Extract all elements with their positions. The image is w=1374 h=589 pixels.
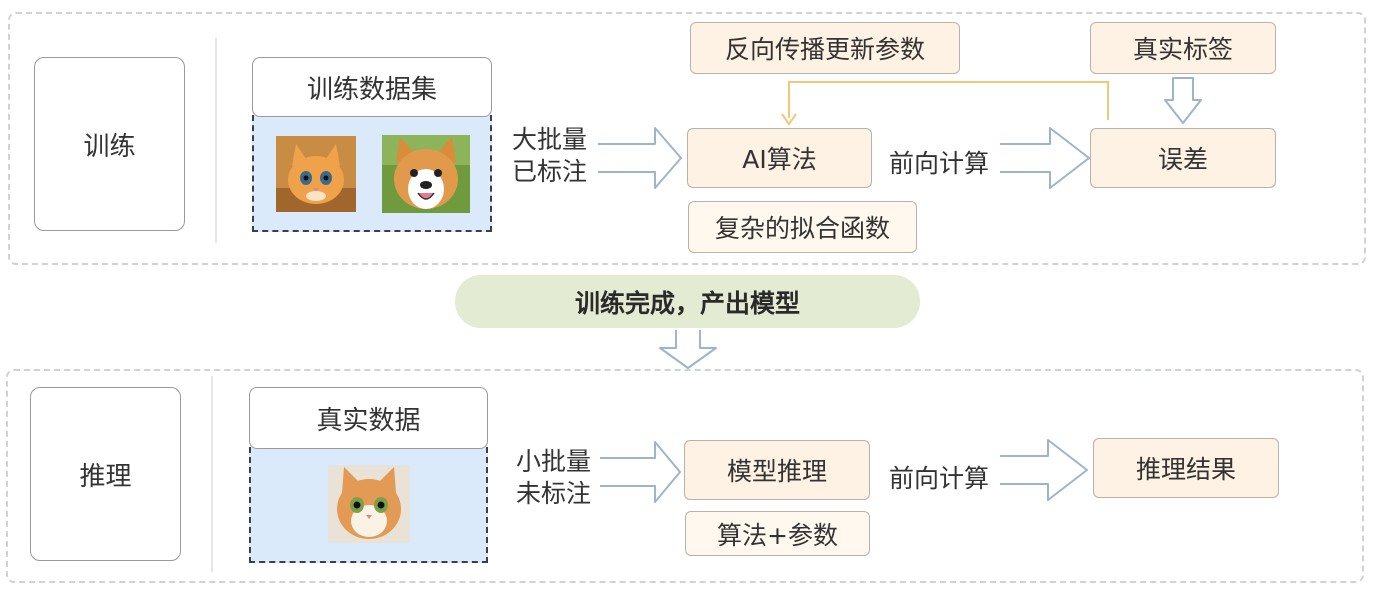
kitten-photo xyxy=(276,136,356,212)
training-stage-box: 训练 xyxy=(34,57,185,231)
ai-algorithm-box: AI算法 xyxy=(687,128,872,188)
training-input-label: 大批量 已标注 xyxy=(512,125,588,186)
inference-separator xyxy=(211,376,213,572)
inference-stage-label: 推理 xyxy=(79,461,132,492)
inference-input-label: 小批量 未标注 xyxy=(516,447,592,508)
training-forward-label: 前向计算 xyxy=(889,149,990,178)
fit-function-box: 复杂的拟合函数 xyxy=(688,201,917,253)
inference-input-arrow xyxy=(600,441,681,503)
dog-photo xyxy=(382,135,470,213)
true-label-box: 真实标签 xyxy=(1090,22,1276,74)
training-section xyxy=(8,12,1366,265)
cat-photo xyxy=(328,465,410,543)
inference-image-area xyxy=(249,447,488,563)
training-dataset-title: 训练数据集 xyxy=(252,57,492,117)
inference-stage-box: 推理 xyxy=(30,387,181,561)
model-produced-banner: 训练完成，产出模型 xyxy=(455,275,920,328)
training-separator xyxy=(215,38,217,243)
inference-section xyxy=(6,369,1364,583)
input-to-algorithm-arrow xyxy=(598,127,682,189)
training-forward-arrow xyxy=(1000,127,1090,189)
error-box: 误差 xyxy=(1090,128,1276,188)
training-stage-label: 训练 xyxy=(83,131,136,162)
banner-down-arrow xyxy=(659,330,717,369)
backprop-box: 反向传播更新参数 xyxy=(690,22,960,74)
inference-data-title: 真实数据 xyxy=(249,387,488,449)
training-image-area xyxy=(252,115,492,232)
inference-result-box: 推理结果 xyxy=(1093,438,1279,498)
feedback-arrowhead xyxy=(781,113,797,126)
inference-forward-label: 前向计算 xyxy=(889,464,990,493)
backprop-feedback-line xyxy=(788,81,1109,120)
true-label-down-arrow xyxy=(1164,77,1202,124)
inference-forward-arrow xyxy=(1000,439,1088,501)
algorithm-params-box: 算法+参数 xyxy=(685,511,870,556)
model-inference-box: 模型推理 xyxy=(684,440,870,500)
